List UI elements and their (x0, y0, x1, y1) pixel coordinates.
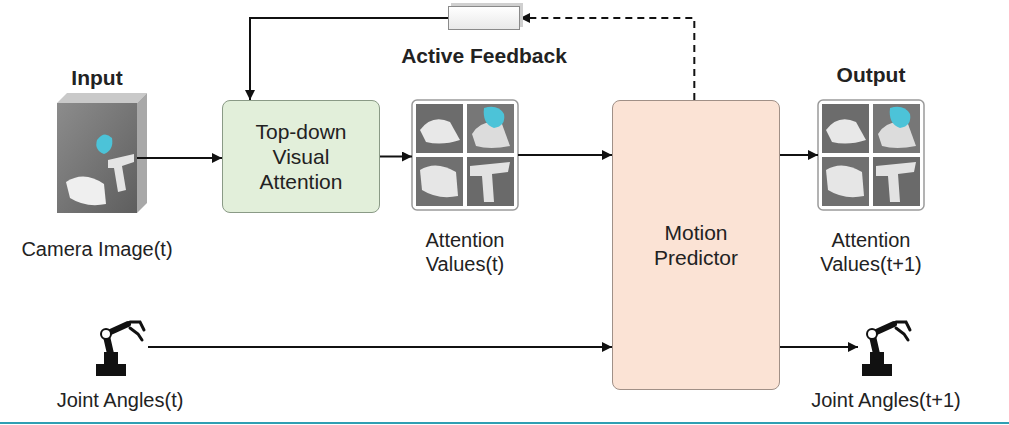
robot-node: Joint Angles(t) (92, 318, 148, 376)
image-node: InputCamera Image(t) (57, 103, 137, 213)
camera-image (57, 93, 147, 213)
process-box: Top-down Visual Attention (222, 100, 380, 213)
arm-shape (66, 176, 106, 205)
flow-arrow (137, 157, 222, 159)
flow-arrow (780, 346, 858, 348)
target-object (96, 134, 112, 154)
caption: Joint Angles(t+1) (811, 388, 961, 412)
flow-arrow (780, 154, 818, 156)
section-heading: Output (837, 62, 906, 87)
attention-panel (412, 100, 518, 210)
caption: Attention Values(t) (404, 228, 526, 276)
gripper-shape (108, 154, 134, 192)
flow-arrow (380, 156, 412, 158)
section-heading: Input (71, 65, 122, 90)
caption: Attention Values(t+1) (808, 228, 934, 276)
camera-image-face (57, 103, 137, 213)
robot-node: Joint Angles(t+1) (858, 318, 914, 376)
robot-arm-icon (862, 322, 910, 376)
robot-arm-icon (96, 322, 144, 376)
caption: Joint Angles(t) (57, 388, 184, 412)
caption: Active Feedback (401, 43, 567, 68)
feedback-box: Active Feedback (448, 6, 520, 30)
caption: Camera Image(t) (21, 237, 172, 261)
box-label: Top-down Visual Attention (245, 119, 357, 195)
flow-arrow (148, 346, 612, 348)
image-node: Attention Values(t) (412, 100, 518, 210)
box-label: Motion Predictor (640, 220, 752, 270)
camera-image-side (137, 93, 147, 213)
camera-image-top (57, 93, 147, 103)
process-box: Motion Predictor (612, 100, 780, 390)
image-node: OutputAttention Values(t+1) (818, 100, 924, 210)
flow-arrow (518, 154, 612, 156)
attention-panel (818, 100, 924, 210)
bottom-rule (0, 422, 1009, 424)
